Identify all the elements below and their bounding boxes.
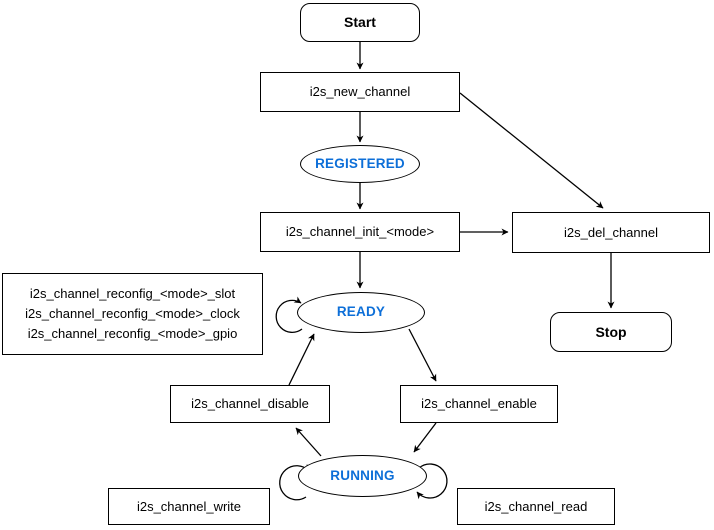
node-i2s-channel-enable-label: i2s_channel_enable bbox=[421, 396, 537, 412]
node-i2s-channel-init-label: i2s_channel_init_<mode> bbox=[285, 224, 435, 240]
edge-running-selfloop-left bbox=[279, 463, 310, 501]
edge-running-selfloop-right bbox=[416, 463, 448, 500]
edge-running-disable bbox=[295, 427, 322, 457]
edge-ready-enable bbox=[408, 328, 437, 382]
node-state-running: RUNNING bbox=[298, 455, 427, 497]
node-i2s-channel-disable: i2s_channel_disable bbox=[170, 385, 330, 423]
reconfig-clock-label: i2s_channel_reconfig_<mode>_clock bbox=[25, 305, 240, 321]
edge-ready-selfloop bbox=[275, 296, 303, 333]
node-state-ready-label: READY bbox=[336, 304, 386, 320]
node-i2s-channel-write: i2s_channel_write bbox=[108, 488, 270, 525]
reconfig-gpio-label: i2s_channel_reconfig_<mode>_gpio bbox=[27, 326, 238, 342]
node-state-ready: READY bbox=[297, 292, 425, 333]
node-i2s-channel-disable-label: i2s_channel_disable bbox=[191, 396, 309, 412]
node-state-registered: REGISTERED bbox=[300, 145, 420, 183]
node-i2s-del-channel-label: i2s_del_channel bbox=[564, 224, 658, 240]
node-stop-label: Stop bbox=[595, 323, 627, 340]
node-state-running-label: RUNNING bbox=[330, 467, 395, 483]
node-stop: Stop bbox=[550, 312, 672, 352]
node-state-registered-label: REGISTERED bbox=[315, 155, 405, 171]
node-i2s-channel-write-label: i2s_channel_write bbox=[136, 498, 242, 514]
edge-disable-ready bbox=[288, 333, 315, 386]
node-reconfig-functions: i2s_channel_reconfig_<mode>_slot i2s_cha… bbox=[2, 273, 263, 355]
node-start-label: Start bbox=[344, 14, 376, 31]
node-i2s-channel-enable: i2s_channel_enable bbox=[400, 385, 558, 423]
reconfig-slot-label: i2s_channel_reconfig_<mode>_slot bbox=[29, 285, 236, 301]
edge-enable-running bbox=[413, 422, 437, 453]
node-i2s-channel-read: i2s_channel_read bbox=[457, 488, 615, 525]
node-i2s-new-channel-label: i2s_new_channel bbox=[309, 84, 411, 100]
node-i2s-del-channel: i2s_del_channel bbox=[512, 212, 710, 253]
node-i2s-channel-read-label: i2s_channel_read bbox=[484, 498, 588, 514]
node-i2s-new-channel: i2s_new_channel bbox=[260, 72, 460, 112]
node-i2s-channel-init: i2s_channel_init_<mode> bbox=[260, 212, 460, 252]
node-start: Start bbox=[300, 3, 420, 42]
edge-newchannel-delchannel bbox=[459, 92, 604, 209]
